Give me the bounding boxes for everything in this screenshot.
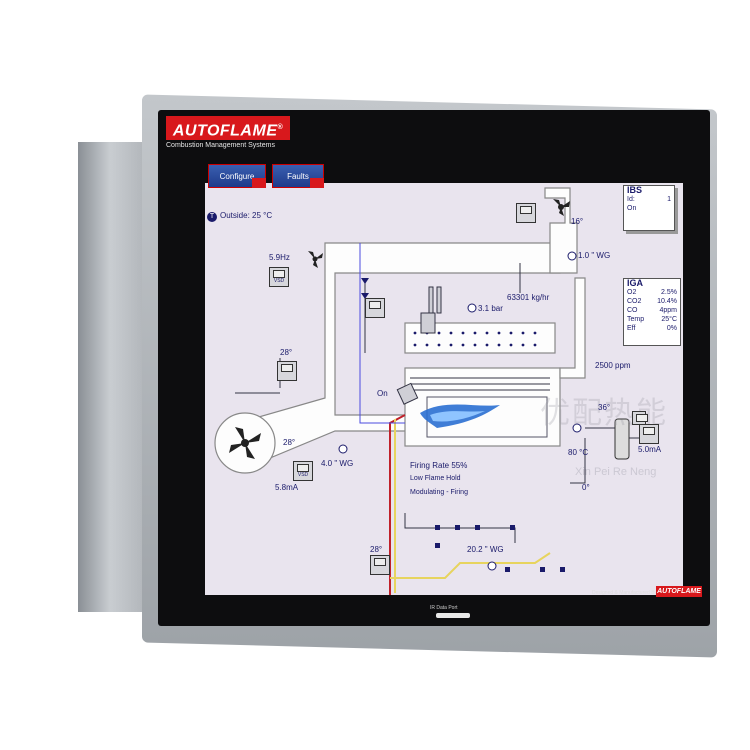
sensor-current: 5.0mA (638, 445, 662, 454)
ibs-title: IBS (627, 185, 643, 195)
ibs-row: On (627, 205, 637, 212)
left-damper-angle: 28° (280, 348, 293, 357)
burner-state: On (377, 389, 388, 398)
fan-pressure: 4.0 " WG (321, 459, 354, 468)
configure-button[interactable]: Configure (208, 164, 266, 188)
water-valve-box[interactable] (365, 298, 385, 318)
top-pressure: 1.0 " WG (578, 251, 611, 260)
steam-pressure: 3.1 bar (478, 304, 503, 313)
stack-temp: 80 °C (568, 448, 589, 457)
brand-subtitle: Combustion Management Systems (166, 142, 275, 149)
fan-icon (229, 427, 261, 459)
exhaust-duct (559, 277, 586, 379)
steam-tower (420, 312, 436, 334)
steam-gauge-icon (467, 303, 477, 313)
top-fan-icon (553, 199, 570, 216)
top-gauge-icon (567, 251, 577, 261)
faults-button[interactable]: Faults (272, 164, 324, 188)
sensor-box[interactable] (639, 424, 659, 444)
footer-logo: AUTOFLAME (656, 586, 702, 597)
low-flame-hold: Low Flame Hold (410, 475, 461, 482)
stack-angle2: 0° (582, 483, 590, 492)
steam-flow: 63301 kg/hr (507, 293, 550, 302)
watermark-sub: Xin Pei Re Neng (575, 466, 657, 478)
thermometer-icon: T (207, 212, 217, 222)
gas-angle: 28° (370, 545, 383, 554)
gas-line-yellow (390, 552, 551, 579)
fan-angle: 28° (283, 438, 296, 447)
firing-rate: Firing Rate 55% (410, 461, 468, 470)
gas-gauge-icon (487, 561, 497, 571)
gas-line-red (389, 414, 406, 595)
ibs-row: Id:1 (627, 196, 671, 203)
fan-current: 5.8mA (275, 483, 299, 492)
ir-sensor (614, 418, 630, 460)
water-line (359, 243, 405, 424)
stack-temp-icon (572, 423, 582, 433)
ir-data-port (436, 613, 470, 618)
vsd-top[interactable]: VSD (269, 267, 289, 287)
vsd-hz: 5.9Hz (269, 253, 290, 262)
left-damper-box[interactable] (277, 361, 297, 381)
ppm-reading: 2500 ppm (595, 361, 631, 370)
process-diagram (214, 187, 645, 595)
stack-angle: 36° (598, 403, 611, 412)
air-duct (244, 242, 561, 459)
iga-title: IGA (627, 278, 644, 288)
ppm-sensor-box[interactable] (632, 411, 648, 425)
burner-head (396, 382, 419, 405)
damper-top-box[interactable] (516, 203, 536, 223)
damper-fan-icon (308, 251, 323, 268)
autoflame-logo: AUTOFLAME® (166, 116, 290, 140)
pressure-gauge-icon (338, 444, 348, 454)
modulating-state: Modulating - Firing (410, 489, 468, 496)
ibs-panel[interactable]: IBS Id:1 On (623, 185, 675, 231)
designed-by: Designed & Manufactured By (592, 590, 658, 596)
ir-data-port-label: IR Data Port (430, 605, 458, 611)
gas-valve-box[interactable] (370, 555, 390, 575)
vsd-fan[interactable]: VSD (293, 461, 313, 481)
top-angle: 16° (571, 217, 584, 226)
gas-pressure: 20.2 " WG (467, 545, 504, 554)
